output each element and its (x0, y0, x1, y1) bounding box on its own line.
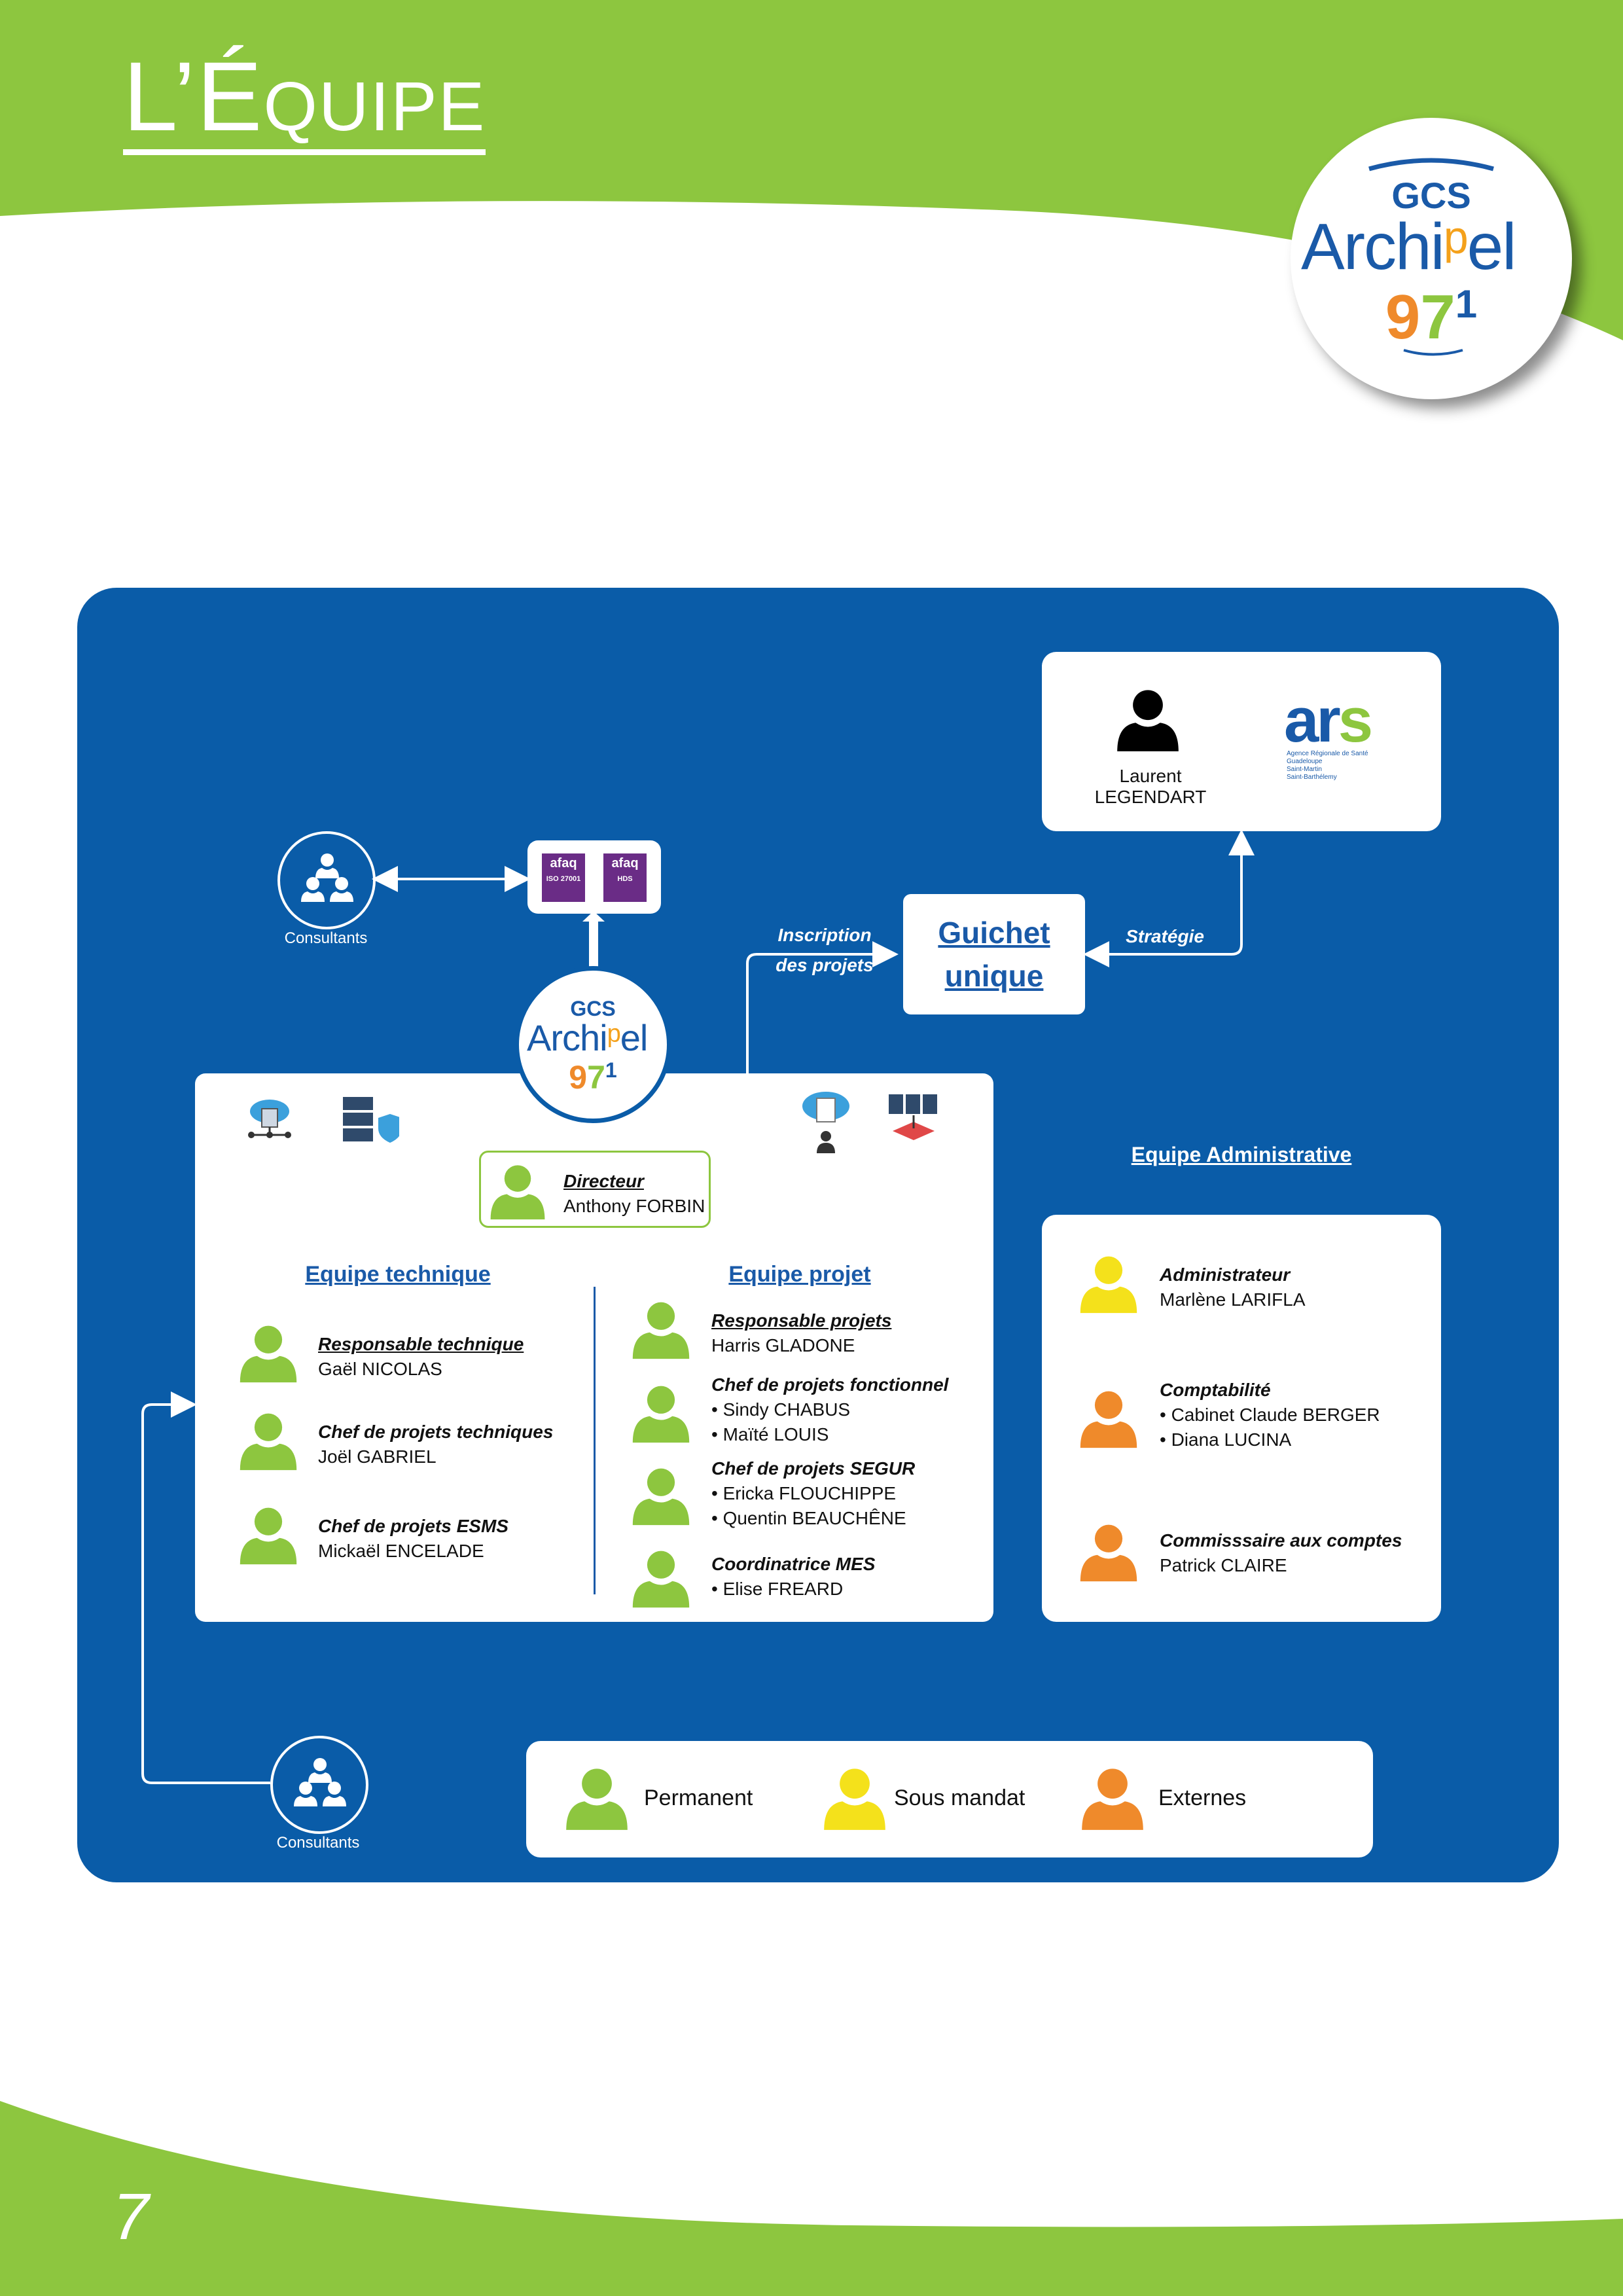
header-wave (0, 0, 1623, 340)
admin-role-1: Administrateur (1160, 1265, 1291, 1285)
afaq-iso-badge: afaq ISO 27001 (542, 853, 585, 902)
cloud-user-icon (802, 1092, 849, 1153)
person-icon (1077, 1251, 1140, 1314)
consultants-top[interactable] (277, 831, 376, 929)
consultants-bottom[interactable] (270, 1736, 368, 1834)
legend-externes: Externes (1158, 1785, 1247, 1810)
afaq-hds-badge: afaq HDS (603, 853, 647, 902)
legend: Permanent Sous mandat Externes (526, 1741, 1373, 1857)
logo-arc-icon (1368, 158, 1494, 171)
group-icon (294, 846, 360, 911)
gcs-archipel-logo: GCS Archiᵖel 971 (1291, 118, 1572, 399)
group-icon (287, 1750, 353, 1816)
gcs-archipel-logo-small: GCS Archiᵖel 971 (514, 966, 671, 1123)
person-icon (237, 1408, 300, 1471)
tech-name-1: Gaël NICOLAS (318, 1359, 442, 1379)
equipe-projet-heading: Equipe projet (728, 1262, 871, 1287)
page-number: 7 (113, 2180, 149, 2253)
person-icon (563, 1763, 631, 1831)
admin-name-1: Marlène LARIFLA (1160, 1289, 1306, 1310)
legend-sous-mandat: Sous mandat (894, 1785, 1026, 1810)
equipe-technique-heading: Equipe technique (305, 1262, 491, 1287)
ars-card: Laurent LEGENDART ars Agence Régionale d… (1042, 652, 1441, 831)
projet-name-2a: • Sindy CHABUS (711, 1399, 851, 1420)
projet-role-1: Responsable projets (711, 1310, 892, 1331)
tech-role-3: Chef de projets ESMS (318, 1516, 508, 1536)
server-security-icon (343, 1097, 399, 1143)
guichet-unique-card[interactable]: Guichet unique (903, 894, 1085, 1014)
ars-person-name: Laurent LEGENDART (1094, 766, 1207, 807)
cloud-network-icon (248, 1100, 291, 1138)
projet-role-4: Coordinatrice MES (711, 1554, 876, 1574)
person-icon (630, 1463, 692, 1526)
consultants-bottom-label: Consultants (276, 1834, 360, 1852)
directeur-name: Anthony FORBIN (563, 1196, 705, 1216)
person-icon (630, 1381, 692, 1444)
admin-role-3: Commisssaire aux comptes (1160, 1530, 1402, 1551)
page-title: L’ÉQUIPE (123, 47, 486, 155)
projet-role-2: Chef de projets fonctionnel (711, 1374, 949, 1395)
directeur-box[interactable]: Directeur Anthony FORBIN (479, 1151, 711, 1228)
projet-name-3b: • Quentin BEAUCHÊNE (711, 1508, 906, 1528)
tech-role-2: Chef de projets techniques (318, 1422, 554, 1442)
admin-name-3: Patrick CLAIRE (1160, 1555, 1287, 1575)
footer-wave (0, 2101, 1623, 2296)
logo-swoosh-icon (1403, 349, 1463, 356)
person-icon (630, 1546, 692, 1609)
person-icon (630, 1297, 692, 1360)
directeur-role: Directeur (563, 1171, 644, 1191)
afaq-certifications: afaq ISO 27001 afaq HDS (527, 840, 661, 914)
projet-name-3a: • Ericka FLOUCHIPPE (711, 1483, 897, 1503)
guichet-line2: unique (944, 959, 1044, 993)
person-icon (1077, 1520, 1140, 1583)
person-icon (237, 1503, 300, 1566)
person-icon (488, 1160, 548, 1221)
admin-role-2: Comptabilité (1160, 1380, 1271, 1400)
guichet-line1: Guichet (938, 916, 1050, 950)
projet-name-4: • Elise FREARD (711, 1579, 844, 1599)
equipe-admin-heading: Equipe Administrative (1131, 1143, 1352, 1166)
person-icon (1077, 1386, 1140, 1449)
tech-name-2: Joël GABRIEL (318, 1446, 437, 1467)
team-divider (594, 1287, 596, 1594)
admin-name-2a: • Cabinet Claude BERGER (1160, 1405, 1380, 1425)
person-icon (1114, 685, 1182, 753)
admin-name-2b: • Diana LUCINA (1160, 1429, 1292, 1450)
tech-role-1: Responsable technique (318, 1334, 524, 1354)
projet-role-3: Chef de projets SEGUR (711, 1458, 916, 1479)
projet-name-2b: • Maïté LOUIS (711, 1424, 829, 1444)
person-icon (821, 1763, 889, 1831)
person-icon (237, 1321, 300, 1384)
strategie-label: Stratégie (1126, 926, 1204, 946)
projet-name-1: Harris GLADONE (711, 1335, 855, 1355)
consultants-top-label: Consultants (284, 929, 368, 947)
person-icon (1079, 1763, 1147, 1831)
legend-permanent: Permanent (644, 1785, 753, 1810)
servers-transfer-icon (889, 1094, 937, 1140)
tech-name-3: Mickaël ENCELADE (318, 1541, 484, 1561)
